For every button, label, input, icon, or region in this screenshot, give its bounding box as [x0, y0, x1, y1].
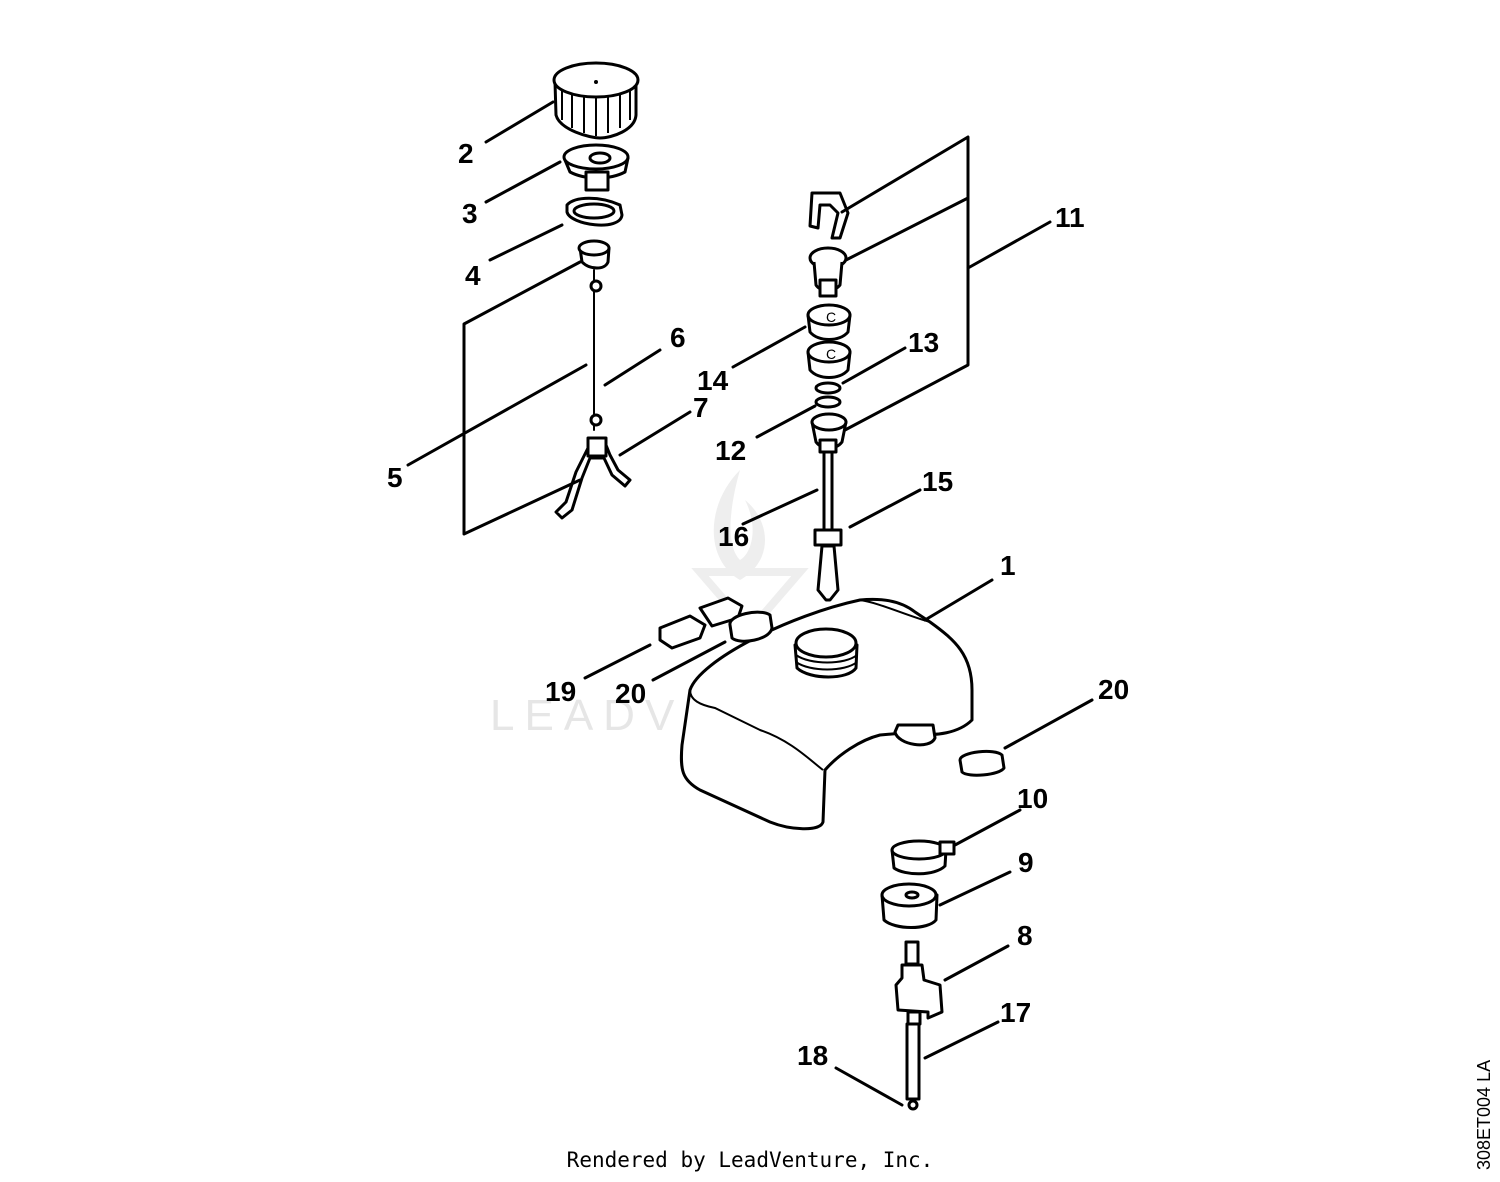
part-retainer-ring	[565, 196, 624, 227]
part-ring-lower: C	[806, 340, 852, 379]
part-clip	[808, 191, 850, 240]
watermark-flame-icon	[713, 470, 765, 580]
callout-7: 7	[693, 392, 709, 423]
svg-text:C: C	[826, 309, 836, 325]
part-fuel-hose	[813, 450, 843, 602]
drawing-code: 308ET004 LA	[1474, 1059, 1494, 1170]
render-credit: Rendered by LeadVenture, Inc.	[566, 1148, 934, 1172]
callout-labels: 1 2 3 4 5 6 7 8 9 10 11 12 13 14 15 16 1…	[387, 138, 1129, 1071]
callout-3: 3	[462, 198, 478, 229]
part-fitting	[808, 246, 848, 298]
callout-6: 6	[670, 322, 686, 353]
callout-5: 5	[387, 462, 403, 493]
part-pad-right	[958, 749, 1006, 777]
callout-9: 9	[1018, 847, 1034, 878]
part-tube	[905, 1022, 921, 1111]
part-grommet	[880, 882, 939, 929]
part-strap	[589, 269, 603, 431]
callout-18: 18	[797, 1040, 828, 1071]
part-cap-seal	[562, 143, 630, 192]
part-valve	[894, 940, 944, 1026]
callout-20-right: 20	[1098, 674, 1129, 705]
part-filter-small	[658, 596, 774, 650]
assembly-bracket-11	[840, 135, 970, 432]
leader-lines	[406, 100, 1094, 1107]
callout-12: 12	[715, 435, 746, 466]
assembly-bracket-5	[462, 260, 582, 536]
callout-17: 17	[1000, 997, 1031, 1028]
callout-10: 10	[1017, 783, 1048, 814]
callout-14: 14	[697, 365, 729, 396]
part-fuel-tank	[679, 597, 974, 831]
callout-13: 13	[908, 327, 939, 358]
part-fuel-cap	[552, 61, 640, 140]
part-cap-insert	[577, 239, 611, 270]
callout-8: 8	[1017, 920, 1033, 951]
part-hose-clamp	[890, 839, 956, 876]
callout-2: 2	[458, 138, 474, 169]
callout-20-left: 20	[615, 678, 646, 709]
part-ring-upper: C	[806, 303, 852, 341]
callout-4: 4	[465, 260, 481, 291]
part-bracket	[554, 436, 632, 520]
callout-1: 1	[1000, 550, 1016, 581]
callout-16: 16	[718, 521, 749, 552]
callout-19: 19	[545, 676, 576, 707]
part-suction-body	[810, 412, 848, 454]
callout-11: 11	[1055, 202, 1085, 233]
part-o-rings	[814, 381, 842, 409]
svg-text:C: C	[826, 346, 836, 362]
callout-15: 15	[922, 466, 953, 497]
